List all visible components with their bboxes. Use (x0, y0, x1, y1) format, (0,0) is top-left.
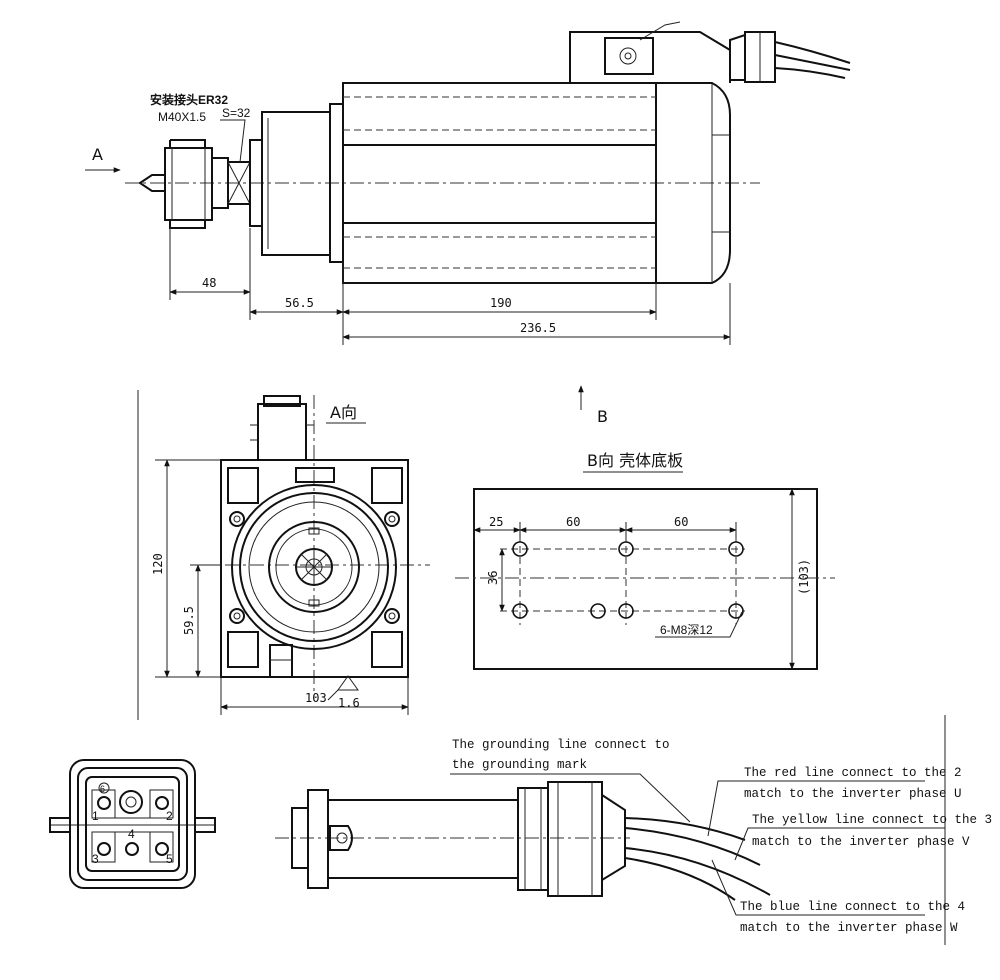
arrow-a-label: A (92, 145, 103, 164)
pin-4-label: 4 (128, 827, 135, 841)
collet-label: 安装接头ER32 (150, 92, 228, 107)
yellow-note-1: The yellow line connect to the 3 (752, 813, 992, 827)
dim-103-base: (103) (797, 559, 811, 595)
dim-48: 48 (202, 276, 216, 290)
pin-1-label: 1 (92, 809, 99, 823)
dim-59-5: 59.5 (182, 606, 196, 635)
ground-note-1: The grounding line connect to (452, 738, 670, 752)
red-note-2: match to the inverter phase U (744, 787, 962, 801)
pin-5-label: 5 (166, 852, 173, 866)
dim-60-left: 60 (566, 515, 580, 529)
dim-236-5: 236.5 (520, 321, 556, 335)
dim-103: 103 (305, 691, 327, 705)
yellow-note-2: match to the inverter phase V (752, 835, 970, 849)
thread-label: M40X1.5 (158, 110, 206, 124)
wrench-label: S=32 (222, 106, 251, 120)
hole-label: 6-M8深12 (660, 623, 713, 637)
ground-note-2: the grounding mark (452, 758, 587, 772)
dim-120: 120 (151, 553, 165, 575)
dim-190: 190 (490, 296, 512, 310)
pin-2-label: 2 (166, 809, 173, 823)
dim-36: 36 (486, 571, 500, 585)
side-view: A 安装接头ER32 M40X1.5 S=32 48 56.5 190 236.… (85, 21, 851, 345)
front-view-title: A向 (330, 403, 357, 422)
arrow-b-label: B (597, 407, 608, 426)
dim-56-5: 56.5 (285, 296, 314, 310)
pin-3-label: 3 (92, 852, 99, 866)
base-view-title: B向 壳体底板 (587, 451, 683, 470)
pin-6-label: 6 (100, 784, 105, 794)
cable-plug-view: The grounding line connect to the ground… (275, 715, 992, 945)
connector-face: 1 2 3 4 5 6 (49, 759, 216, 889)
base-view-b: B B向 壳体底板 25 60 60 36 (103) (455, 385, 835, 670)
blue-note-1: The blue line connect to the 4 (740, 900, 965, 914)
dim-25: 25 (489, 515, 503, 529)
dim-60-right: 60 (674, 515, 688, 529)
blue-note-2: match to the inverter phase W (740, 921, 958, 935)
red-note-1: The red line connect to the 2 (744, 766, 962, 780)
front-view-a: A向 120 59.5 103 1.6 (137, 390, 430, 720)
roughness-label: 1.6 (338, 696, 360, 710)
